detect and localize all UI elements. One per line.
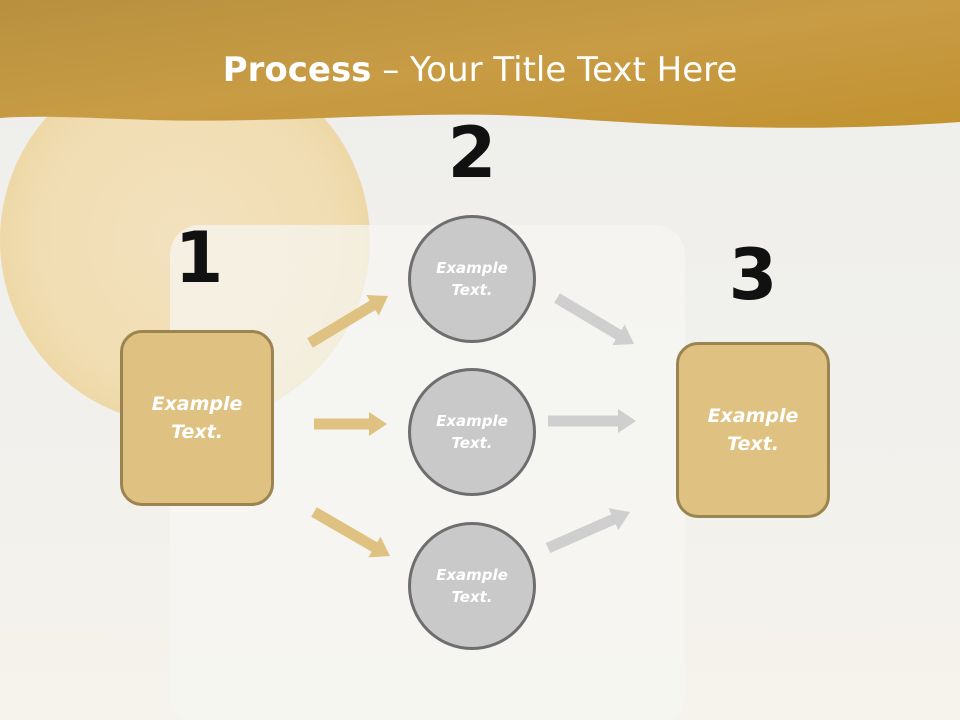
arrow-bottom-to-3 <box>545 508 630 553</box>
circle-bottom[interactable]: Example Text. <box>408 522 536 650</box>
step-1-text: Example Text. <box>151 392 243 444</box>
arrow-top-to-3 <box>554 293 634 346</box>
circle-top-text: Example Text. <box>436 258 508 300</box>
title-rest: – Your Title Text Here <box>371 50 738 90</box>
step-number-3: 3 <box>728 234 778 316</box>
circle-top[interactable]: Example Text. <box>408 215 536 343</box>
step-3-text: Example Text. <box>707 404 799 456</box>
step-3-box[interactable]: Example Text. <box>676 342 830 518</box>
circle-bottom-text: Example Text. <box>436 565 508 607</box>
circle-middle[interactable]: Example Text. <box>408 368 536 496</box>
arrow-1-to-middle <box>314 412 387 436</box>
slide-title: Process – Your Title Text Here <box>0 50 960 90</box>
arrow-middle-to-3 <box>548 409 636 433</box>
title-banner <box>0 0 960 128</box>
step-number-1: 1 <box>174 217 224 299</box>
title-bold: Process <box>222 50 372 90</box>
step-1-box[interactable]: Example Text. <box>120 330 274 506</box>
arrow-1-to-top <box>307 295 388 348</box>
step-number-2: 2 <box>447 112 497 194</box>
circle-middle-text: Example Text. <box>436 411 508 453</box>
arrow-1-to-bottom <box>311 507 390 558</box>
